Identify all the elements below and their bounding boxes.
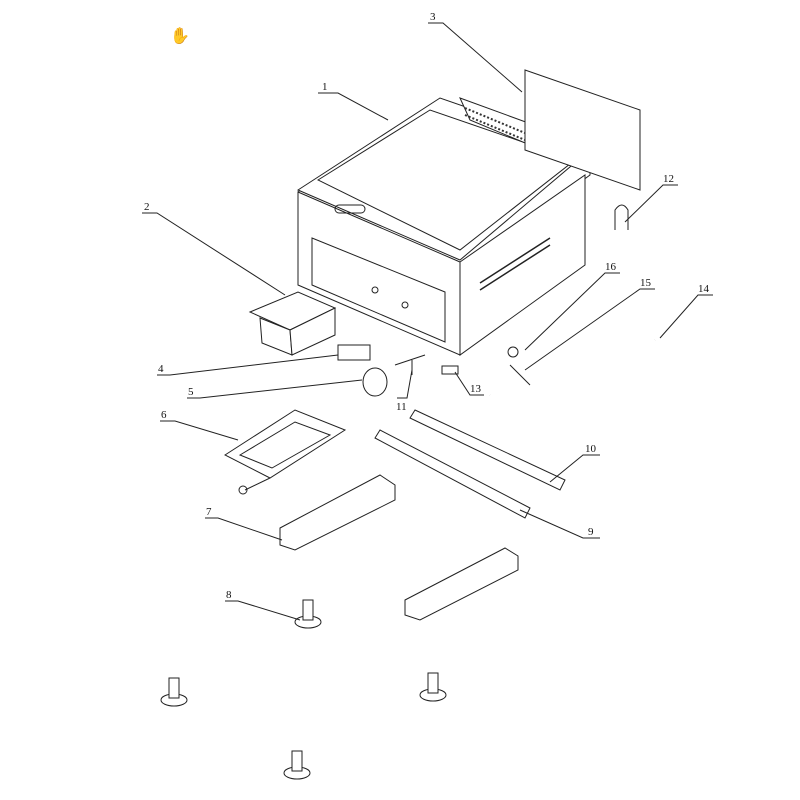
rail-9 [374,429,531,519]
part-label-2: 2 [144,201,150,213]
burner-frame [223,409,347,495]
tee-fitting [394,354,426,375]
control-knob [362,367,388,397]
part-label-10: 10 [585,443,597,455]
part-label-4: 4 [158,363,164,375]
part-label-6: 6 [161,409,167,421]
leader-lines [142,22,713,621]
part-label-12: 12 [663,173,674,185]
nozzle [441,365,459,375]
part-label-13: 13 [470,383,482,395]
thermocouple [507,346,531,386]
channel-7b [404,547,519,621]
part-label-16: 16 [605,261,617,273]
back-panel [524,69,641,191]
part-label-14: 14 [698,283,710,295]
drip-drawer [248,291,337,356]
part-label-9: 9 [588,526,594,538]
part-label-8: 8 [226,589,232,601]
foot [160,599,447,780]
rail-10 [409,409,566,491]
part-label-3: 3 [430,11,436,23]
part-label-15: 15 [640,277,652,289]
gas-valve [337,344,371,361]
hand-icon[interactable]: ✋ [170,28,190,45]
gas-pipe [489,339,656,411]
part-label-11: 11 [396,401,407,413]
channel-7 [279,474,396,551]
part-label-1: 1 [322,81,328,93]
part-label-7: 7 [206,506,212,518]
part-label-5: 5 [188,386,194,398]
u-clip [614,204,629,230]
